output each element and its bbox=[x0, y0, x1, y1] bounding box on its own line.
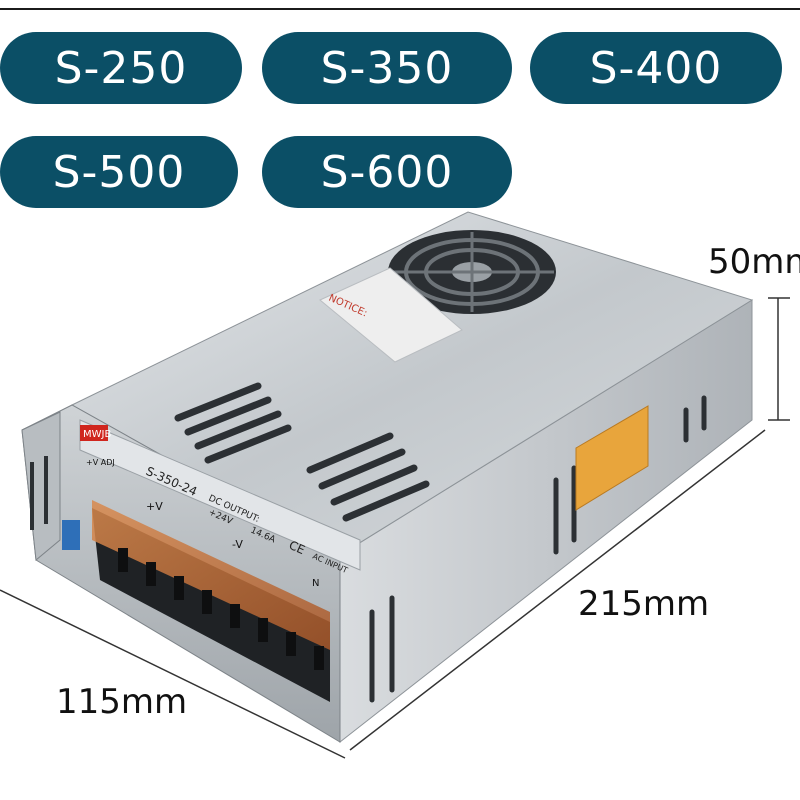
power-supply-image: NOTICE: MWJB S-350-24 DC OUTPUT: +24V 14… bbox=[0, 211, 790, 759]
brand-name: MWJB bbox=[83, 429, 111, 440]
fan-grille-icon bbox=[388, 230, 556, 314]
terminal-neg-label: -V bbox=[232, 538, 243, 551]
top-vent-slots-left bbox=[174, 382, 292, 464]
width-dimension-label: 115mm bbox=[56, 682, 188, 722]
length-dimension-label: 215mm bbox=[578, 584, 710, 624]
top-border-line bbox=[0, 8, 800, 10]
model-label: MWJB S-350-24 DC OUTPUT: +24V 14.6A CE A… bbox=[79, 419, 361, 575]
model-option-s350[interactable]: S-350 bbox=[262, 32, 512, 104]
model-option-s250[interactable]: S-250 bbox=[0, 32, 242, 104]
terminal-pos-label: +V bbox=[146, 500, 163, 513]
dimension-lines bbox=[0, 297, 790, 759]
case-left-bracket bbox=[21, 411, 61, 561]
top-vent-slots-right bbox=[306, 432, 430, 522]
terminal-cover bbox=[92, 500, 330, 650]
brand-badge bbox=[80, 425, 108, 441]
terminal-n-label: N bbox=[312, 578, 319, 589]
length-dimension-line bbox=[349, 429, 766, 751]
model-option-s500[interactable]: S-500 bbox=[0, 136, 238, 208]
height-dimension-label: 50mm bbox=[708, 242, 800, 282]
model-option-s600[interactable]: S-600 bbox=[262, 136, 512, 208]
model-option-s400[interactable]: S-400 bbox=[530, 32, 782, 104]
warning-label bbox=[575, 405, 649, 511]
side-vent-slots bbox=[369, 395, 707, 703]
width-dimension-line bbox=[0, 589, 346, 759]
terminal-block: +V -V N +V ADJ bbox=[62, 458, 330, 702]
left-vent-slots bbox=[30, 456, 48, 530]
ce-mark: CE bbox=[287, 538, 307, 557]
adjust-potentiometer bbox=[62, 520, 80, 550]
adj-label: +V ADJ bbox=[86, 458, 115, 467]
